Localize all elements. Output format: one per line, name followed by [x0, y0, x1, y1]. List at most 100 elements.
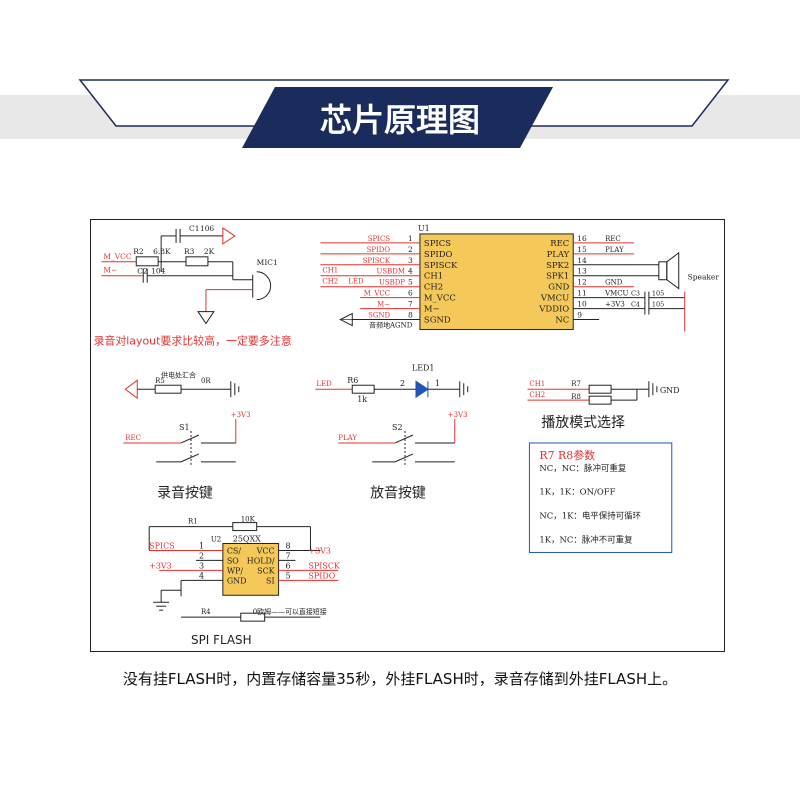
title-banner: 芯片原理图 — [0, 79, 800, 148]
flash-net-label: SPIDO — [308, 571, 335, 580]
net-ch2: CH2 — [322, 278, 338, 286]
led1-label: LED1 — [412, 363, 435, 372]
param-row: 1K，NC：脉冲不可重复 — [539, 535, 633, 545]
flash-net-label: SPICS — [149, 541, 174, 550]
mic-circuit — [101, 227, 272, 325]
u1-pin-name: NC — [555, 315, 569, 325]
param-title: R7 R8参数 — [539, 448, 595, 462]
flash-net-label: +3V3 — [149, 561, 172, 570]
u1-pin-number: 7 — [408, 300, 413, 309]
u1-pin-number: 1 — [408, 234, 413, 243]
caption: 没有挂FLASH时，内置存储容量35秒，外挂FLASH时，录音存储到外挂FLAS… — [122, 670, 678, 688]
flash-pin-number: 2 — [199, 551, 204, 560]
param-box — [528, 442, 673, 553]
speaker-body — [658, 261, 668, 281]
speaker-label: Speaker — [688, 273, 720, 282]
switch-s1 — [123, 419, 237, 465]
u1-pin-name: PLAY — [547, 249, 570, 259]
r4-note: 0欧姆——可以直接短接 — [253, 607, 327, 616]
param-row: 1K，1K：ON/OFF — [539, 487, 615, 497]
speaker-cone — [666, 251, 680, 290]
net-play: PLAY — [338, 434, 357, 442]
net-ch1: CH1 — [322, 267, 338, 275]
u1-pin-number: 2 — [408, 245, 413, 254]
s1-vcc: +3V3 — [231, 411, 251, 419]
flash-pin-name: SO — [227, 556, 239, 565]
page-title: 芯片原理图 — [320, 101, 480, 139]
u1-net-label: SPISCK — [363, 257, 391, 265]
u1-pin-name: SPISCK — [424, 260, 458, 270]
u1-pin-number: 16 — [577, 234, 587, 243]
r7-label: R7 — [571, 380, 581, 388]
param-row: NC，NC：脉冲可重复 — [539, 463, 626, 473]
power-circuit — [124, 379, 240, 400]
u1-net-label: SPICS — [368, 235, 391, 243]
c3-label: C3 — [631, 290, 640, 298]
mic-symbol — [256, 271, 272, 301]
flash-pin-name: VCC — [256, 546, 275, 555]
r5-value: 0R — [201, 377, 211, 385]
c3-value: 105 — [652, 290, 664, 298]
led-pin1: 1 — [435, 379, 440, 388]
u1-net-label: PLAY — [605, 246, 624, 254]
net-led: LED — [316, 380, 332, 388]
u1-pin-number: 8 — [408, 311, 413, 320]
u1-pin-name: CH2 — [424, 282, 443, 292]
c4-label: C4 — [631, 301, 640, 309]
r1-value: 10K — [241, 516, 256, 524]
r2-value: 6.8K — [153, 247, 171, 256]
c4-value: 105 — [652, 301, 664, 309]
u1-net-label: USBDM — [377, 268, 405, 276]
u1-pin-number: 10 — [577, 300, 587, 309]
u1-pin-name: SPK1 — [546, 271, 569, 281]
c1-label: C1 — [189, 224, 199, 233]
flash-pin-number: 1 — [199, 541, 204, 550]
mic1-label: MIC1 — [257, 258, 278, 267]
u1-pin-name: SPICS — [424, 238, 451, 248]
mode-ch2: CH2 — [529, 391, 545, 399]
flash-net-label: SPISCK — [308, 561, 340, 570]
led-pin2: 2 — [400, 379, 405, 388]
param-row: NC，1K：电平保持可循环 — [539, 511, 641, 521]
u1-pin-name: SPIDO — [424, 249, 453, 259]
banner-title-plate — [242, 87, 553, 148]
mode-select-label: 播放模式选择 — [541, 415, 625, 431]
net-mminus: M− — [103, 266, 117, 275]
r4-label: R4 — [201, 608, 211, 616]
r6-label: R6 — [347, 376, 358, 385]
flash-pin-name: HOLD/ — [247, 556, 275, 565]
flash-pin-number: 4 — [199, 571, 204, 580]
u1-net-label: +3V3 — [605, 301, 625, 309]
flash-pin-name: SI — [266, 576, 275, 585]
flash-pin-name: CS/ — [227, 546, 242, 555]
net-led-u1: LED — [348, 278, 364, 286]
r1-label: R1 — [188, 518, 198, 526]
u1-pin-number: 5 — [408, 278, 413, 287]
u1-pin-name: SGND — [424, 315, 451, 325]
u1-pin-number: 4 — [408, 267, 413, 276]
power-note: 供电处汇合 — [161, 370, 196, 379]
r2-label: R2 — [133, 247, 144, 256]
flash-pin-number: 3 — [199, 561, 204, 570]
flash-pin-name: SCK — [257, 566, 276, 575]
flash-net-label: +3V3 — [308, 546, 331, 555]
u1-net-label: M− — [377, 301, 390, 309]
spi-flash-label: SPI FLASH — [191, 633, 252, 647]
u1-pin-number: 9 — [577, 311, 582, 320]
r3-value: 2K — [204, 247, 215, 256]
u2-ref: U2 — [211, 536, 221, 544]
flash-pin-number: 8 — [286, 541, 291, 550]
u1-pin-number: 12 — [577, 278, 587, 287]
flash-pin-number: 7 — [286, 551, 291, 560]
u1-pin-name: GND — [548, 282, 569, 292]
u1-net-label: SGND — [368, 312, 390, 320]
u1-net-label: USBDP — [379, 279, 405, 287]
led-diode — [415, 380, 429, 399]
s2-vcc: +3V3 — [448, 411, 468, 419]
u1-net-label: REC — [605, 235, 621, 243]
r6-value: 1k — [357, 395, 367, 404]
r5-label: R5 — [155, 377, 165, 385]
s1-label: S1 — [179, 423, 190, 432]
c2-label: C2 — [137, 267, 148, 276]
u1-net-label: SPIDO — [367, 246, 391, 254]
